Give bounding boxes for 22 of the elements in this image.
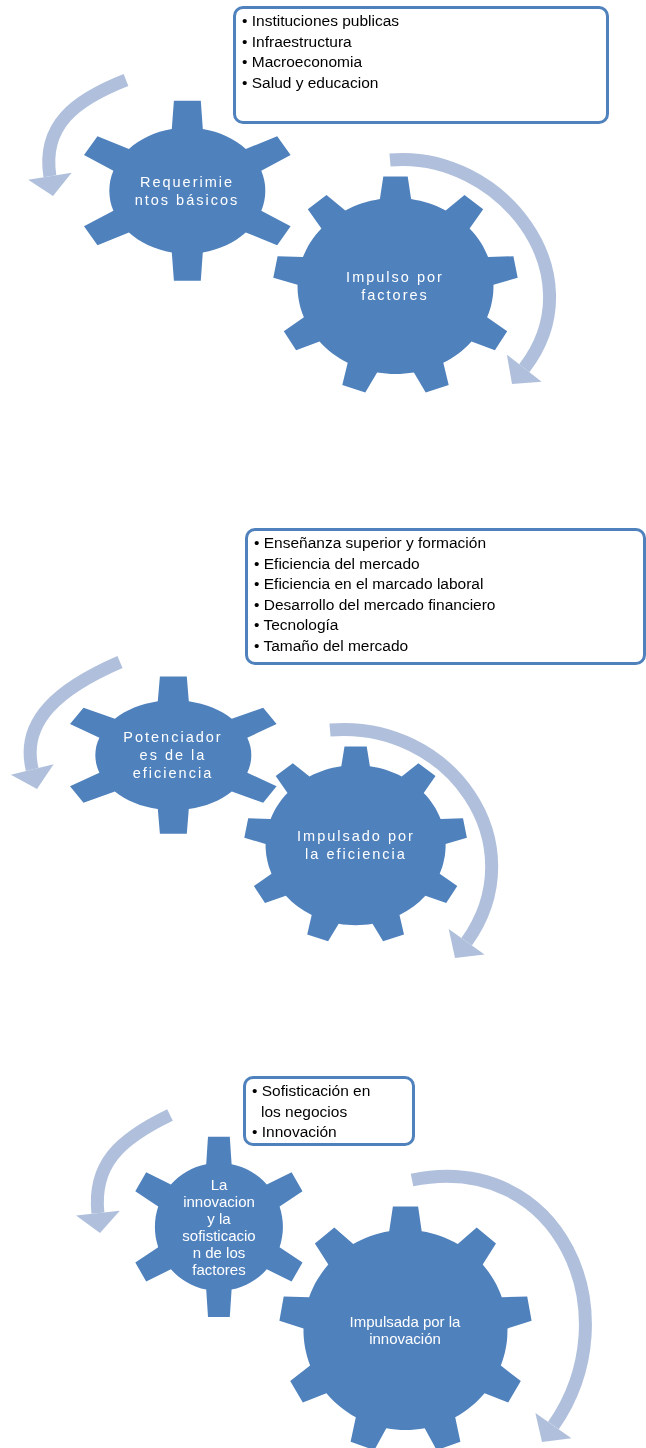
bullet-item: • Eficiencia del mercado — [254, 553, 421, 574]
bullet-item: • Infraestructura — [242, 31, 353, 52]
bullet-item: • Tecnología — [254, 615, 340, 635]
text-box — [245, 528, 646, 665]
bullet-item: • Tamaño del mercado — [254, 635, 410, 656]
gear-label: Requerimie ntos básicos — [133, 173, 241, 209]
gear-label: Potenciador es de la eficiencia — [122, 728, 224, 782]
gear — [276, 1204, 534, 1448]
bullet-item: • Innovación — [252, 1122, 338, 1142]
gear-label: Impulsada por la innovación — [348, 1313, 462, 1347]
bullet-item: • Instituciones publicas — [242, 11, 401, 31]
gear-label: Impulsado por la eficiencia — [296, 827, 416, 863]
bullet-item: • Sofisticación en los negocios — [252, 1081, 372, 1122]
bullet-item: • Salud y educacion — [242, 72, 380, 93]
gear-label: La innovacion y la sofisticacio n de los factores — [181, 1176, 257, 1278]
text-box — [233, 6, 609, 124]
gear-label: Impulso por factores — [345, 268, 445, 304]
bullet-item: • Enseñanza superior y formación — [254, 533, 487, 553]
text-box — [243, 1076, 415, 1146]
bullet-item: • Eficiencia en el marcado laboral — [254, 574, 485, 594]
bullet-item: • Macroeconomia — [242, 52, 363, 72]
bullet-item: • Desarrollo del mercado financiero — [254, 594, 497, 615]
